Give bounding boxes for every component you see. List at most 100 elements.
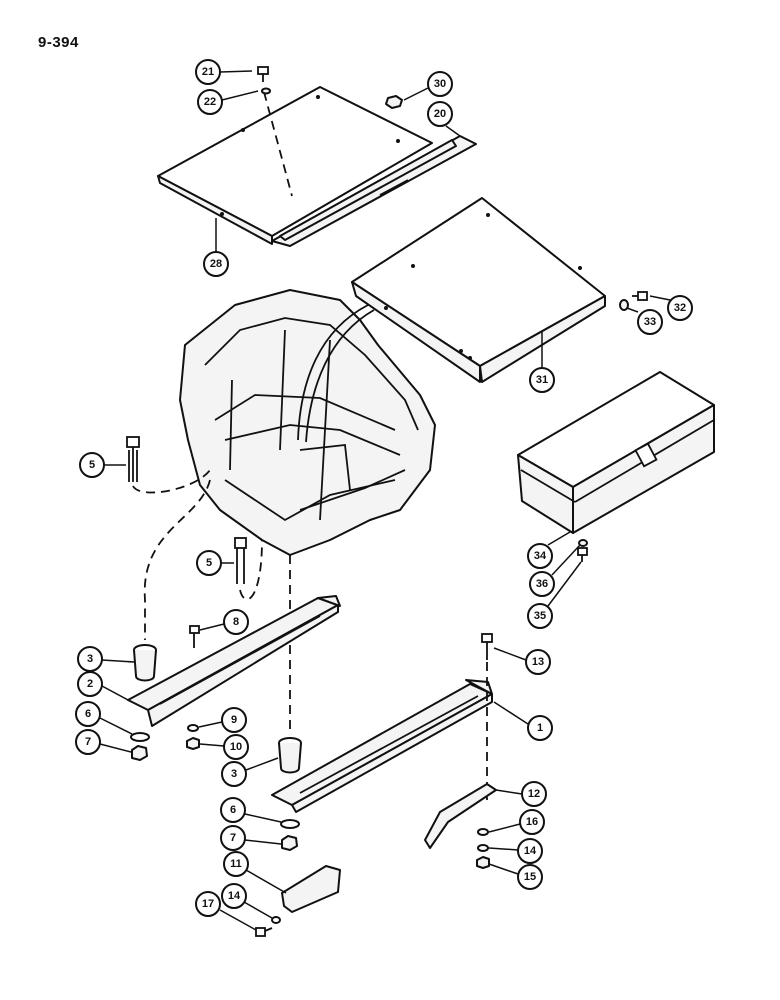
callout-6-left: 6 bbox=[75, 701, 133, 735]
svg-text:6: 6 bbox=[85, 708, 91, 720]
support-bracket-right bbox=[424, 783, 497, 849]
cover-box bbox=[351, 197, 606, 383]
svg-text:14: 14 bbox=[524, 845, 537, 857]
cab-bolt-left bbox=[126, 436, 140, 482]
rail-bolt-right bbox=[481, 633, 493, 660]
callout-6-right: 6 bbox=[220, 797, 282, 823]
support-bracket-left bbox=[281, 865, 341, 913]
callout-7-right: 7 bbox=[220, 825, 282, 851]
callout-35: 35 bbox=[527, 561, 582, 629]
roof-trim-strip bbox=[271, 135, 477, 247]
cab-bolt-center bbox=[234, 537, 247, 584]
toolbox-nut bbox=[578, 539, 588, 547]
callout-8: 8 bbox=[199, 609, 249, 635]
callout-13: 13 bbox=[493, 647, 551, 675]
callout-7-left: 7 bbox=[75, 729, 132, 755]
bracket-washer bbox=[477, 828, 489, 836]
page-number: 9-394 bbox=[38, 34, 79, 51]
callout-3-right: 3 bbox=[221, 757, 279, 787]
svg-text:5: 5 bbox=[206, 557, 212, 569]
mount-rail-right bbox=[271, 679, 493, 813]
roof-bolt bbox=[257, 66, 269, 82]
svg-text:28: 28 bbox=[210, 258, 222, 270]
callout-28: 28 bbox=[203, 218, 229, 277]
svg-text:2: 2 bbox=[87, 678, 93, 690]
svg-text:17: 17 bbox=[202, 898, 214, 910]
rail-nut bbox=[186, 737, 200, 750]
svg-text:5: 5 bbox=[89, 459, 95, 471]
bracket-nut bbox=[476, 856, 490, 869]
callout-30: 30 bbox=[403, 71, 453, 101]
mount-path-left bbox=[143, 479, 211, 640]
svg-text:22: 22 bbox=[204, 96, 216, 108]
cab-frame bbox=[179, 289, 436, 556]
rail-bolt bbox=[189, 625, 200, 648]
mount-nut-left bbox=[131, 745, 148, 761]
callout-14-left: 14 bbox=[221, 883, 273, 919]
svg-text:20: 20 bbox=[434, 108, 446, 120]
svg-text:7: 7 bbox=[85, 736, 91, 748]
svg-text:3: 3 bbox=[87, 653, 93, 665]
callout-31: 31 bbox=[529, 332, 555, 393]
callout-17: 17 bbox=[195, 891, 257, 931]
bracket-left-bolt bbox=[255, 927, 273, 937]
mount-nut-right bbox=[281, 835, 298, 851]
svg-text:3: 3 bbox=[231, 768, 237, 780]
cover-washer bbox=[619, 299, 629, 311]
callout-11: 11 bbox=[223, 851, 287, 894]
svg-text:15: 15 bbox=[524, 871, 536, 883]
bracket-left-washer bbox=[271, 916, 281, 924]
mount-rail-left bbox=[127, 595, 341, 727]
svg-text:21: 21 bbox=[202, 66, 214, 78]
svg-text:13: 13 bbox=[532, 656, 544, 668]
callout-15: 15 bbox=[488, 863, 543, 890]
svg-text:7: 7 bbox=[230, 832, 236, 844]
svg-text:33: 33 bbox=[644, 316, 656, 328]
callout-33: 33 bbox=[626, 307, 663, 335]
callout-21: 21 bbox=[195, 59, 253, 85]
svg-text:35: 35 bbox=[534, 610, 546, 622]
bracket-lock-washer bbox=[477, 844, 489, 852]
svg-text:1: 1 bbox=[537, 722, 543, 734]
svg-text:14: 14 bbox=[228, 890, 241, 902]
svg-text:6: 6 bbox=[230, 804, 236, 816]
svg-text:8: 8 bbox=[233, 616, 239, 628]
callout-14-right: 14 bbox=[488, 838, 543, 864]
callout-3-left: 3 bbox=[77, 646, 135, 672]
svg-text:34: 34 bbox=[534, 550, 547, 562]
toolbox-bolt bbox=[577, 547, 588, 562]
callout-16: 16 bbox=[488, 809, 545, 835]
callout-1: 1 bbox=[493, 701, 553, 741]
mount-washer-left bbox=[130, 732, 150, 742]
callout-36: 36 bbox=[529, 544, 581, 597]
roof-bolt-path bbox=[263, 91, 293, 197]
roof-panel bbox=[157, 86, 433, 245]
mount-washer-right bbox=[280, 819, 300, 829]
svg-text:16: 16 bbox=[526, 816, 538, 828]
svg-text:36: 36 bbox=[536, 578, 548, 590]
callout-12: 12 bbox=[495, 781, 547, 807]
callout-5-center: 5 bbox=[196, 550, 234, 576]
callout-20: 20 bbox=[427, 101, 461, 137]
svg-text:11: 11 bbox=[230, 858, 242, 870]
roof-nut bbox=[385, 95, 403, 109]
svg-text:12: 12 bbox=[528, 788, 540, 800]
bolt-path-center bbox=[239, 539, 263, 601]
svg-text:30: 30 bbox=[434, 78, 446, 90]
callout-9: 9 bbox=[198, 707, 247, 733]
cover-bolt bbox=[632, 291, 648, 301]
rubber-bushing-left bbox=[133, 644, 157, 682]
svg-text:32: 32 bbox=[674, 302, 686, 314]
svg-text:10: 10 bbox=[230, 741, 242, 753]
roof-washer bbox=[261, 87, 271, 95]
svg-text:31: 31 bbox=[536, 374, 548, 386]
callout-5-left: 5 bbox=[79, 452, 126, 478]
rubber-bushing-right bbox=[278, 737, 302, 774]
callout-2: 2 bbox=[77, 671, 129, 701]
rail-washer bbox=[187, 724, 199, 732]
toolbox bbox=[517, 371, 715, 534]
callout-22: 22 bbox=[197, 89, 259, 115]
callout-34: 34 bbox=[527, 531, 571, 569]
bolt-path-left bbox=[132, 469, 211, 494]
